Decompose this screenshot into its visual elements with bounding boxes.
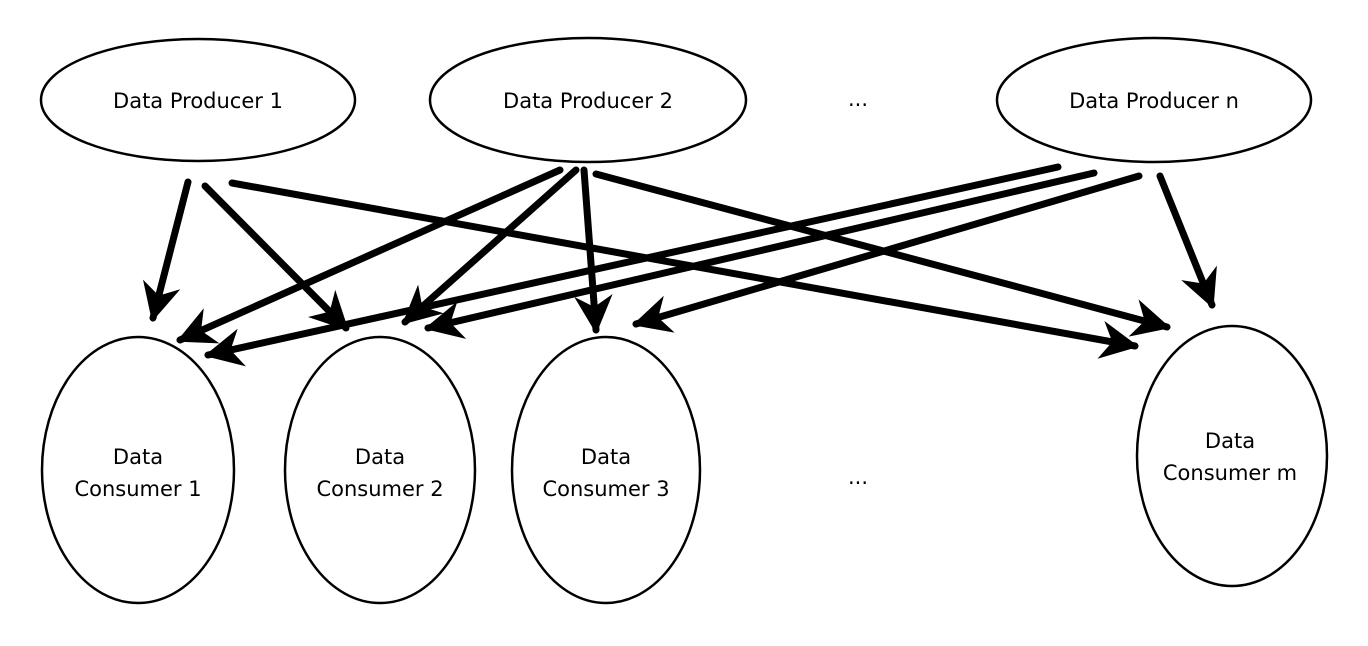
consumer-node-3: Data Consumer 3 [510,335,702,605]
consumer-label-3-line1: Data [581,445,631,469]
producer-label-1: Data Producer 1 [113,89,283,113]
consumer-label-1-line1: Data [113,445,163,469]
arrow-pn-to-c1 [204,163,1062,367]
arrow-p1-to-c2 [201,182,350,332]
consumer-label-2-line2: Consumer 2 [316,477,443,501]
arrow-p1-to-cm [228,179,1139,359]
consumer-label-3-line2: Consumer 3 [542,477,669,501]
arrow-p2-to-c1 [176,166,564,344]
consumer-label-m-line1: Data [1205,429,1255,453]
producer-label-2: Data Producer 2 [503,89,673,113]
edges-layer [142,163,1217,367]
consumer-label-m-line2: Consumer m [1163,461,1297,485]
producer-ellipsis: ... [848,87,868,111]
arrow-p2-to-c2 [401,166,580,326]
arrow-pn-to-cm [1156,172,1217,309]
arrow-pn-to-c2 [424,169,1098,339]
consumer-ellipsis: ... [848,465,868,489]
arrow-p2-to-c3 [574,166,613,334]
arrow-pn-to-c3 [632,172,1143,333]
consumer-node-1: Data Consumer 1 [40,335,236,605]
producer-node-1: Data Producer 1 [39,37,357,163]
consumer-node-m: Data Consumer m [1135,324,1329,588]
consumer-label-2-line1: Data [355,445,405,469]
consumer-label-1-line2: Consumer 1 [74,477,201,501]
producer-label-n: Data Producer n [1069,89,1239,113]
producer-node-2: Data Producer 2 [428,36,748,164]
consumer-node-2: Data Consumer 2 [283,335,477,605]
arrow-p1-to-c1 [142,178,192,322]
producer-node-n: Data Producer n [995,36,1313,164]
